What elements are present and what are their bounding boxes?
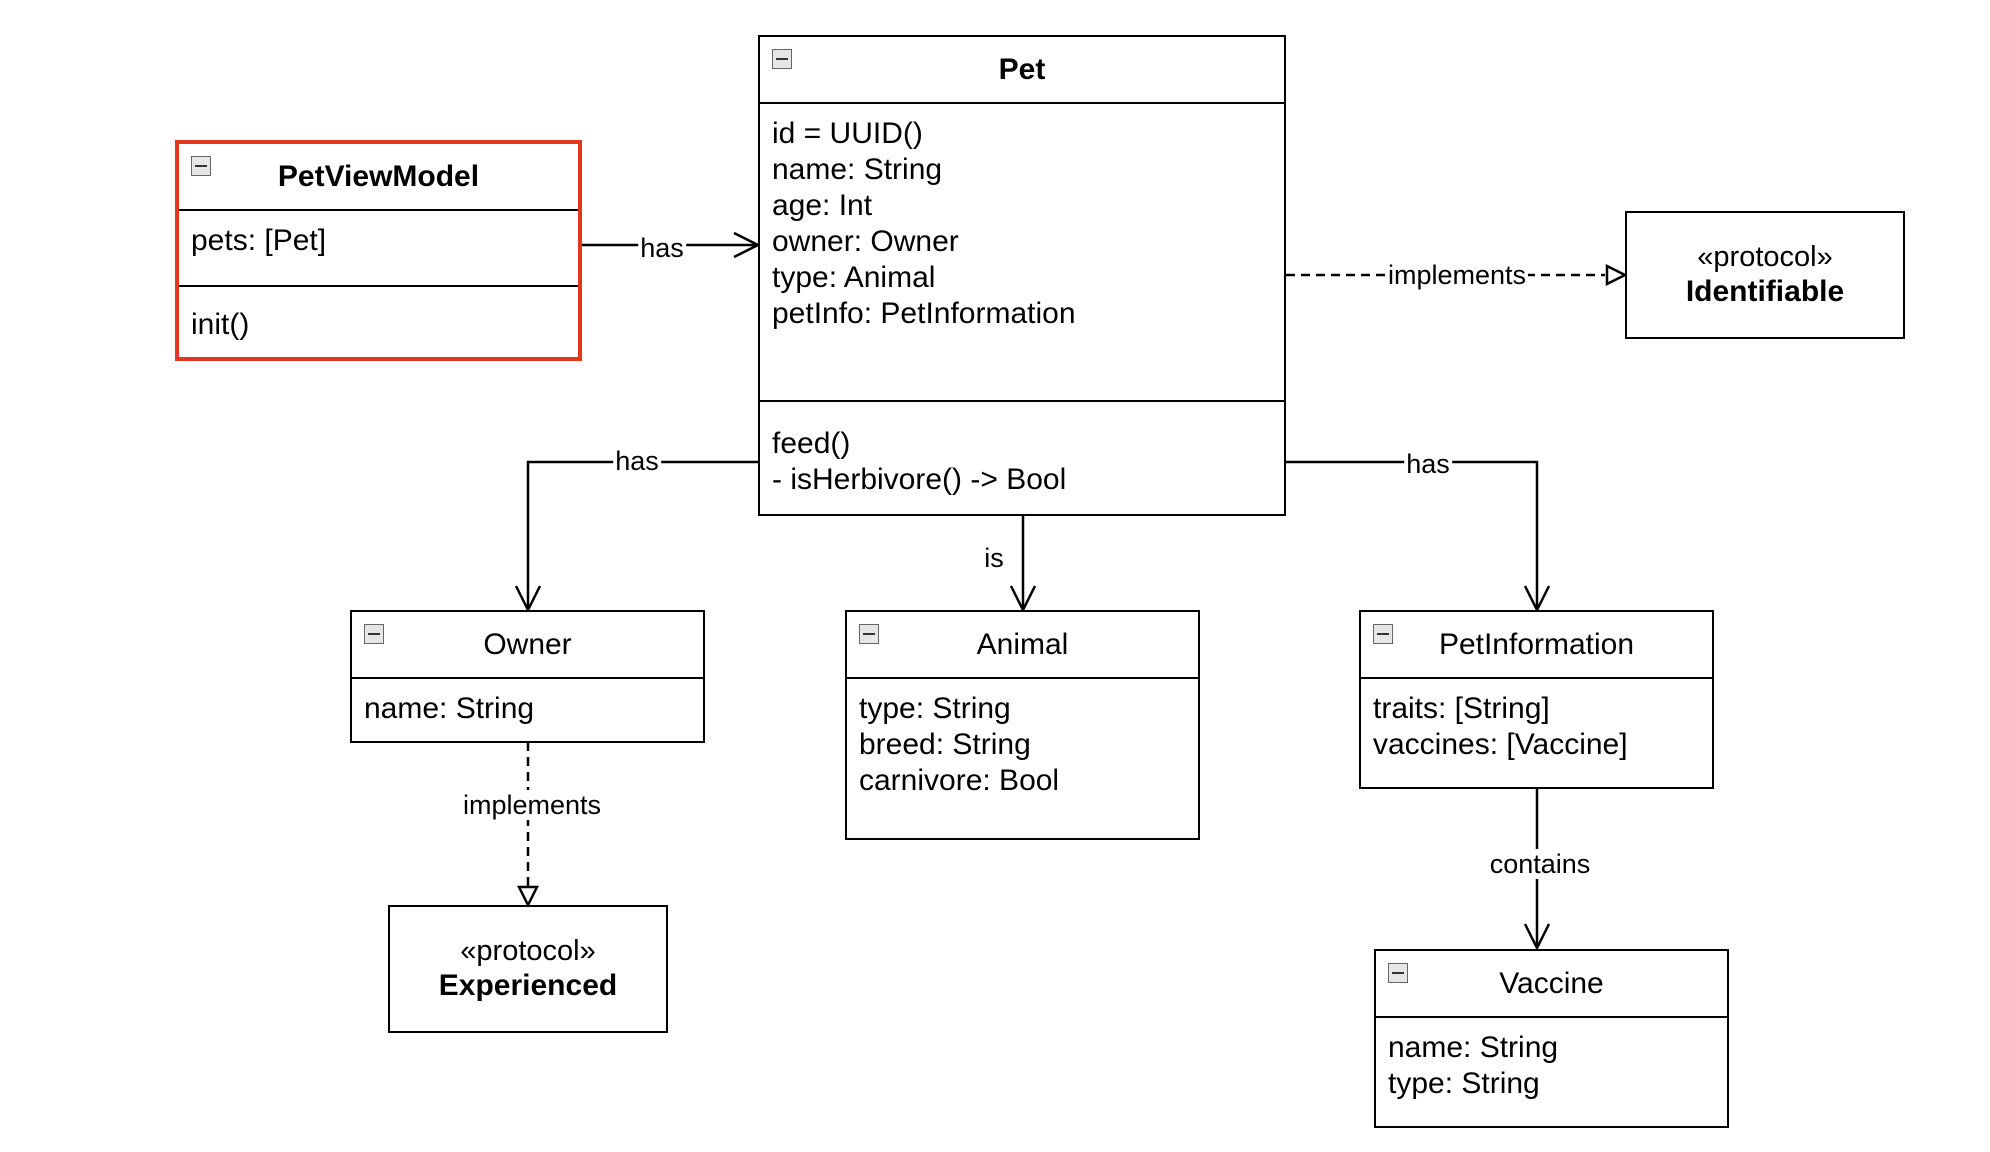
attribute: petInfo: PetInformation (772, 297, 1076, 330)
class-owner[interactable]: Owner name: String (350, 610, 705, 743)
edge-label-owner-experienced: implements (460, 790, 604, 820)
arrowhead-hollow-triangle (1605, 263, 1628, 287)
class-animal[interactable]: Animal type: String breed: String carniv… (845, 610, 1200, 840)
methods-section: feed() - isHerbivore() -> Bool (760, 402, 1284, 514)
protocol-identifiable[interactable]: «protocol» Identifiable (1625, 211, 1905, 339)
minus-square-icon[interactable] (364, 624, 384, 644)
protocol-name: Experienced (438, 969, 618, 1002)
minus-square-icon[interactable] (1388, 963, 1408, 983)
edge-pet-to-petinformation (1286, 460, 1539, 610)
class-vaccine[interactable]: Vaccine name: String type: String (1374, 949, 1729, 1128)
class-pet[interactable]: Pet id = UUID() name: String age: Int ow… (758, 35, 1286, 516)
stereotype-label: «protocol» (1697, 241, 1833, 273)
attributes-section: name: String (352, 679, 703, 727)
attribute: name: String (1388, 1031, 1559, 1064)
arrowhead-hollow-triangle (516, 885, 540, 908)
attribute: type: String (1388, 1067, 1540, 1100)
protocol-experienced[interactable]: «protocol» Experienced (388, 905, 668, 1033)
attribute: age: Int (772, 189, 873, 222)
attribute: traits: [String] (1373, 692, 1550, 725)
attribute: id = UUID() (772, 117, 923, 150)
edge-label-pet-animal: is (982, 543, 1006, 573)
edge-label-viewmodel-pet: has (638, 233, 686, 263)
attribute: vaccines: [Vaccine] (1373, 728, 1628, 761)
attribute: name: String (772, 153, 943, 186)
attributes-section: id = UUID() name: String age: Int owner:… (760, 104, 1284, 402)
attribute: carnivore: Bool (859, 764, 1060, 797)
attribute: owner: Owner (772, 225, 959, 258)
class-name: PetViewModel (277, 159, 480, 193)
class-name: Pet (998, 52, 1046, 86)
class-name: PetInformation (1438, 627, 1635, 661)
minus-square-icon[interactable] (772, 49, 792, 69)
attribute: name: String (364, 692, 535, 725)
attributes-section: pets: [Pet] (179, 211, 578, 287)
minus-square-icon[interactable] (859, 624, 879, 644)
attributes-section: traits: [String] vaccines: [Vaccine] (1361, 679, 1712, 763)
class-name: Animal (976, 627, 1069, 661)
method: feed() (772, 427, 851, 460)
attribute: pets: [Pet] (191, 224, 327, 257)
method: - isHerbivore() -> Bool (772, 463, 1067, 496)
methods-section: init() (179, 287, 578, 361)
edge-label-petinformation-vaccine: contains (1487, 849, 1593, 879)
edge-label-pet-identifiable: implements (1385, 260, 1529, 290)
attribute: type: String (859, 692, 1011, 725)
edge-pet-to-owner (526, 460, 758, 610)
stereotype-label: «protocol» (460, 935, 596, 967)
class-name: Vaccine (1499, 966, 1604, 1000)
minus-square-icon[interactable] (191, 156, 211, 176)
protocol-name: Identifiable (1685, 275, 1845, 308)
attributes-section: name: String type: String (1376, 1018, 1727, 1102)
edge-label-pet-owner: has (613, 446, 661, 476)
attribute: breed: String (859, 728, 1031, 761)
minus-square-icon[interactable] (1373, 624, 1393, 644)
attribute: type: Animal (772, 261, 936, 294)
class-name: Owner (483, 627, 572, 661)
class-petviewmodel[interactable]: PetViewModel pets: [Pet] init() (175, 140, 582, 361)
attributes-section: type: String breed: String carnivore: Bo… (847, 679, 1198, 799)
class-petinformation[interactable]: PetInformation traits: [String] vaccines… (1359, 610, 1714, 789)
arrowhead-open (1523, 923, 1551, 951)
method: init() (191, 308, 250, 341)
edge-label-pet-petinformation: has (1404, 449, 1452, 479)
